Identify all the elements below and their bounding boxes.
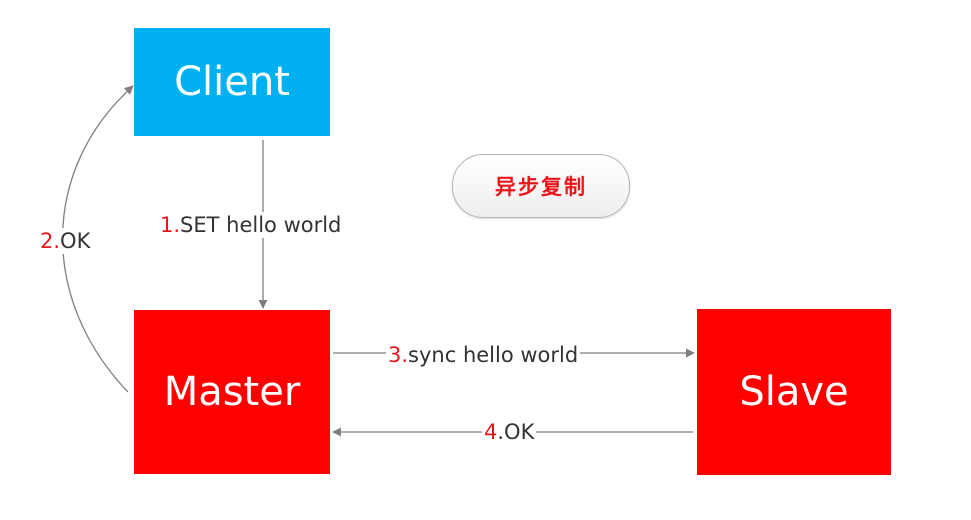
edge-label-ok-client: 2.OK <box>38 228 93 254</box>
edge-label-sync: 3.sync hello world <box>386 342 581 368</box>
step-number: 4 <box>484 420 498 444</box>
step-text: SET hello world <box>180 213 342 237</box>
step-text: .OK <box>497 420 535 444</box>
step-text: OK <box>60 229 91 253</box>
step-text: sync hello world <box>408 343 579 367</box>
slave-node: Slave <box>697 309 891 475</box>
async-replication-badge: 异步复制 <box>452 154 630 218</box>
step-number: 3. <box>388 343 409 367</box>
edge-label-ok-slave: 4.OK <box>482 419 537 445</box>
master-label: Master <box>163 369 301 415</box>
client-node: Client <box>134 28 330 136</box>
master-node: Master <box>134 310 330 474</box>
slave-label: Slave <box>739 369 849 415</box>
edge-label-set: 1.SET hello world <box>158 212 344 238</box>
step-number: 2. <box>40 229 61 253</box>
badge-label: 异步复制 <box>495 175 587 199</box>
client-label: Client <box>174 59 290 105</box>
step-number: 1. <box>160 213 181 237</box>
